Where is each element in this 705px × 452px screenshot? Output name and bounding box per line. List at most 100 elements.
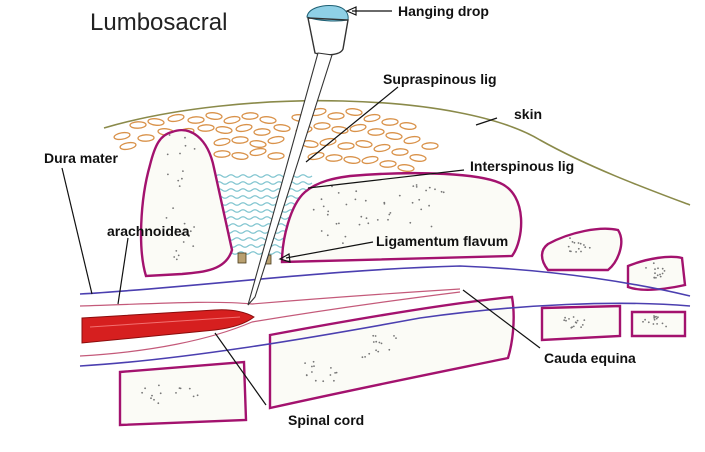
bone-stipple-dot	[331, 185, 333, 188]
bone-stipple-dot	[663, 270, 666, 272]
bone-stipple-dot	[177, 254, 180, 257]
fat-lobule	[363, 113, 381, 123]
bone-stipple-dot	[327, 210, 330, 213]
bone-stipple-dot	[166, 153, 169, 156]
bone-stipple-dot	[175, 258, 178, 261]
bone-stipple-dot	[344, 235, 347, 238]
bone-stipple-dot	[153, 398, 155, 401]
spinous-process-upper	[139, 129, 234, 278]
bone-stipple-dot	[375, 340, 378, 343]
bone-stipple-dot	[393, 335, 395, 337]
bone-stipple-dot	[184, 144, 187, 147]
bone-stipple-dot	[657, 267, 659, 270]
fat-lobule	[197, 124, 215, 132]
bone-stipple-dot	[573, 241, 576, 244]
bone-stipple-dot	[380, 342, 383, 345]
bone-stipple-dot	[411, 201, 414, 204]
fat-lobule	[223, 115, 241, 125]
fat-lobule	[409, 154, 427, 162]
bone-stipple-dot	[567, 245, 570, 248]
bone-stipple-dot	[178, 185, 181, 188]
bone-stipple-dot	[312, 360, 315, 363]
bone-stipple-dot	[364, 356, 366, 358]
label-skin: skin	[514, 106, 542, 122]
bone-stipple-dot	[579, 242, 582, 245]
bone-stipple-dot	[388, 213, 391, 216]
bone-stipple-dot	[189, 230, 192, 233]
bone-stipple-dot	[387, 218, 389, 221]
bone-stipple-dot	[584, 246, 587, 249]
fat-lobule	[213, 137, 231, 147]
dura-mater-line	[79, 265, 691, 297]
fat-lobule	[349, 123, 367, 133]
fat-lobule	[231, 152, 249, 160]
bone-stipple-dot	[168, 134, 171, 136]
bone-stipple-dot	[652, 262, 655, 265]
bone-stipple-dot	[159, 392, 162, 395]
bone-stipple-dot	[374, 335, 377, 337]
diagram-title: Lumbosacral	[90, 9, 227, 36]
fat-lobule	[325, 154, 343, 162]
bone-stipple-dot	[175, 250, 178, 252]
bone-stipple-dot	[376, 219, 379, 221]
bone-stipple-dot	[182, 170, 184, 173]
bone-stipple-dot	[653, 315, 655, 317]
bone-stipple-dot	[312, 208, 315, 211]
spinal-cord	[81, 309, 255, 344]
bone-stipple-dot	[368, 352, 371, 355]
bone-stipple-dot	[575, 251, 577, 253]
leader-lines	[61, 6, 541, 406]
ligamentum-flavum	[237, 252, 247, 264]
bone-stipple-dot	[565, 319, 567, 322]
bone-stipple-dot	[568, 318, 570, 320]
fat-lobule	[235, 123, 253, 133]
fat-lobule	[267, 152, 285, 160]
bone-stipple-dot	[665, 325, 667, 328]
bone-stipple-dot	[654, 268, 656, 270]
bone-stippling	[141, 134, 667, 405]
subcutaneous-fat	[113, 107, 439, 172]
needle-hub	[307, 17, 349, 56]
fat-lobule	[129, 121, 147, 129]
fat-lobule	[343, 156, 361, 164]
bone-stipple-dot	[151, 394, 153, 397]
bone-stipple-dot	[326, 234, 329, 237]
needle-shaft	[247, 52, 333, 306]
bone-stipple-dot	[320, 198, 323, 201]
fat-lobule	[253, 128, 271, 136]
label-dura-mater: Dura mater	[44, 150, 118, 166]
needle-hub-drop	[306, 5, 349, 22]
fat-lobule	[259, 116, 277, 124]
bone-stipple-dot	[409, 221, 412, 224]
bone-stipple-dot	[172, 207, 175, 210]
bone-stipple-dot	[661, 272, 664, 275]
bone-stipple-dot	[372, 334, 375, 337]
arachnoid-line	[79, 288, 461, 307]
bone-stipple-dot	[564, 316, 566, 319]
label-cauda-equina: Cauda equina	[544, 350, 636, 366]
bone-stipple-dot	[320, 230, 323, 232]
bone-stipple-dot	[572, 325, 575, 328]
fat-lobule	[213, 150, 231, 158]
fat-lobule	[249, 140, 267, 148]
fat-lobule	[421, 142, 439, 150]
bone-stipple-dot	[364, 199, 367, 202]
bone-stipple-dot	[158, 384, 160, 387]
bone-stipple-dot	[657, 316, 659, 319]
bone-stipple-dot	[335, 371, 338, 374]
fat-lobule	[385, 132, 403, 140]
fat-lobule	[373, 143, 391, 153]
fat-lobule	[137, 134, 155, 142]
fat-lobule	[187, 116, 205, 124]
sacral-body-2	[630, 310, 687, 338]
bone-stipple-dot	[144, 387, 147, 390]
fat-lobule	[215, 126, 233, 134]
fat-lobule	[337, 142, 355, 150]
bone-stipple-dot	[372, 341, 375, 343]
vertebral-body-lower-left	[118, 360, 248, 427]
bone-stipple-dot	[576, 319, 579, 322]
bone-stipple-dot	[570, 326, 573, 329]
bone-stipple-dot	[645, 267, 647, 269]
